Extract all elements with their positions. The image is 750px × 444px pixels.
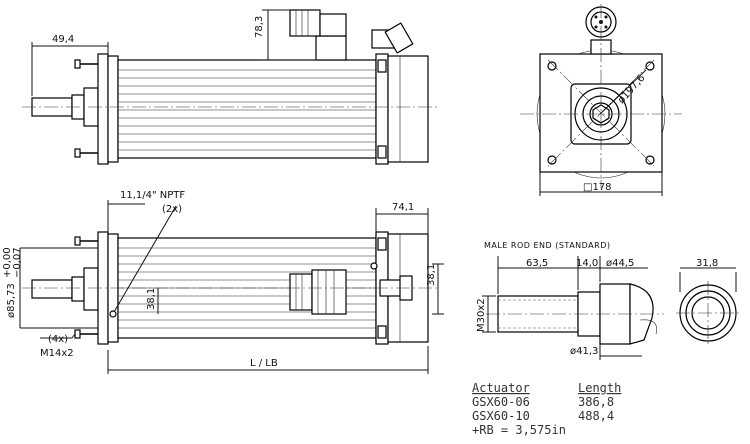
table-row-model: GSX60-06: [472, 395, 530, 409]
rod-end-title: MALE ROD END (STANDARD): [484, 241, 610, 250]
dim-overall: L / LB: [250, 358, 278, 369]
table-header-actuator: Actuator: [472, 381, 530, 395]
bolt-head-upper: [74, 59, 81, 69]
dim-shaft-offset: 49,4: [52, 34, 74, 45]
table-note: +RB = 3,575in: [472, 423, 566, 437]
dim-front-square: □178: [583, 182, 612, 193]
connector-body-top: [315, 35, 347, 61]
dim-across-flats: 31,8: [696, 258, 718, 269]
dim-rod-thread: M30x2: [476, 298, 487, 332]
dim-npt: 11,1/4" NPTF: [120, 190, 185, 201]
dim-pilot-tol-upper: +0,00: [2, 247, 13, 278]
dim-pilot-tol-lower: −0,07: [12, 247, 23, 278]
dim-height-a: 38,1: [146, 288, 157, 310]
dim-thread-count: (4x): [48, 334, 68, 345]
dim-lines-top: [31, 9, 318, 96]
rod-end-side: [31, 279, 73, 299]
table-header-length: Length: [578, 381, 621, 395]
dim-lines-side: [19, 200, 444, 374]
dim-flat: 14,0: [576, 258, 598, 269]
dim-collar-diameter: ø44,5: [606, 258, 634, 269]
side-view: 11,1/4" NPTF (2x) 74,1 ø85,73 +0,00 −0,0…: [2, 190, 444, 374]
dim-thread: M14x2: [40, 348, 74, 359]
dim-pilot-diameter: ø85,73: [6, 283, 17, 318]
top-view: 49,4 78,3: [22, 9, 440, 165]
bolt-head-lower: [74, 148, 81, 158]
dim-connector-height: 78,3: [254, 16, 265, 38]
front-view: ø197,6 □178: [520, 4, 682, 196]
dim-thread-length: 63,5: [526, 258, 548, 269]
front-flange-top: [97, 53, 109, 165]
rear-cap-top: [387, 55, 429, 163]
cooling-fins-top: [118, 69, 376, 151]
dim-rear-length: 74,1: [392, 202, 414, 213]
flange-plate-top: [107, 55, 119, 163]
dim-rod-diameter: ø41,3: [570, 346, 598, 357]
npt-port: [109, 310, 117, 318]
dim-height-b: 38,1: [426, 264, 437, 286]
connector-plug-top: [289, 9, 321, 37]
rod-end-detail: MALE ROD END (STANDARD) 63,5 14,0 ø44,5 …: [476, 241, 740, 360]
length-table: Actuator Length GSX60-06 386,8 GSX60-10 …: [472, 381, 621, 437]
dim-npt-count: (2x): [162, 204, 182, 215]
table-row-length: 488,4: [578, 409, 614, 423]
motor-body-top: [117, 59, 377, 159]
table-row-length: 386,8: [578, 395, 614, 409]
table-row-model: GSX60-10: [472, 409, 530, 423]
